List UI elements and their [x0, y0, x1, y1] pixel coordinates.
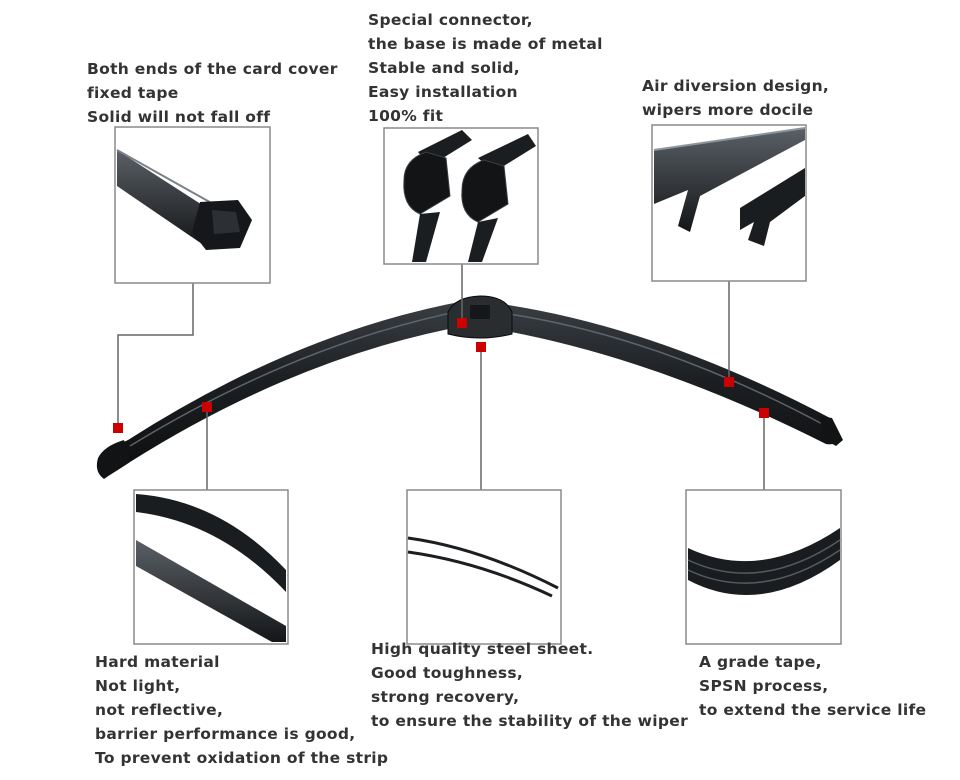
leader-lines [117, 264, 765, 490]
marker-end-caps [113, 423, 123, 433]
wiper-blade [96, 295, 843, 479]
caption-connector: Special connector, the base is made of m… [368, 8, 603, 128]
caption-steel-sheet: High quality steel sheet. Good toughness… [371, 637, 688, 733]
detail-hard-material [133, 489, 289, 645]
caption-line: To prevent oxidation of the strip [95, 749, 389, 767]
caption-line: barrier performance is good, [95, 725, 356, 743]
caption-line: Solid will not fall off [87, 108, 271, 126]
caption-line: Good toughness, [371, 664, 524, 682]
caption-line: strong recovery, [371, 688, 520, 706]
caption-line: A grade tape, [699, 653, 822, 671]
caption-line: not reflective, [95, 701, 224, 719]
marker-air [724, 377, 734, 387]
connector-slot [470, 305, 490, 319]
caption-line: to extend the service life [699, 701, 927, 719]
caption-line: to ensure the stability of the wiper [371, 712, 689, 730]
blade-body [99, 300, 840, 478]
detail-air-diversion [651, 124, 807, 282]
marker-steel [476, 342, 486, 352]
marker-connector [457, 318, 467, 328]
caption-line: Not light, [95, 677, 181, 695]
caption-air-diversion: Air diversion design, wipers more docile [642, 74, 829, 122]
caption-line: Air diversion design, [642, 77, 830, 95]
caption-line: fixed tape [87, 84, 179, 102]
caption-line: SPSN process, [699, 677, 829, 695]
detail-end-cap [114, 126, 271, 284]
detail-connector [383, 127, 539, 265]
caption-line: 100% fit [368, 107, 444, 125]
caption-line: Both ends of the card cover [87, 60, 338, 78]
right-end-cap [820, 416, 843, 446]
caption-line: Stable and solid, [368, 59, 520, 77]
detail-tape [685, 489, 842, 645]
caption-end-caps: Both ends of the card cover fixed tape S… [87, 57, 338, 129]
markers [113, 318, 769, 433]
caption-hard-material: Hard material Not light, not reflective,… [95, 650, 388, 770]
leader-end-caps [117, 283, 194, 428]
caption-line: Hard material [95, 653, 220, 671]
caption-line: Easy installation [368, 83, 518, 101]
marker-hard [202, 402, 212, 412]
caption-tape: A grade tape, SPSN process, to extend th… [699, 650, 926, 722]
caption-line: Special connector, [368, 11, 533, 29]
left-end-cap [96, 440, 130, 479]
caption-line: the base is made of metal [368, 35, 603, 53]
caption-line: wipers more docile [642, 101, 814, 119]
marker-tape [759, 408, 769, 418]
caption-line: High quality steel sheet. [371, 640, 594, 658]
detail-steel-sheet [406, 489, 562, 645]
